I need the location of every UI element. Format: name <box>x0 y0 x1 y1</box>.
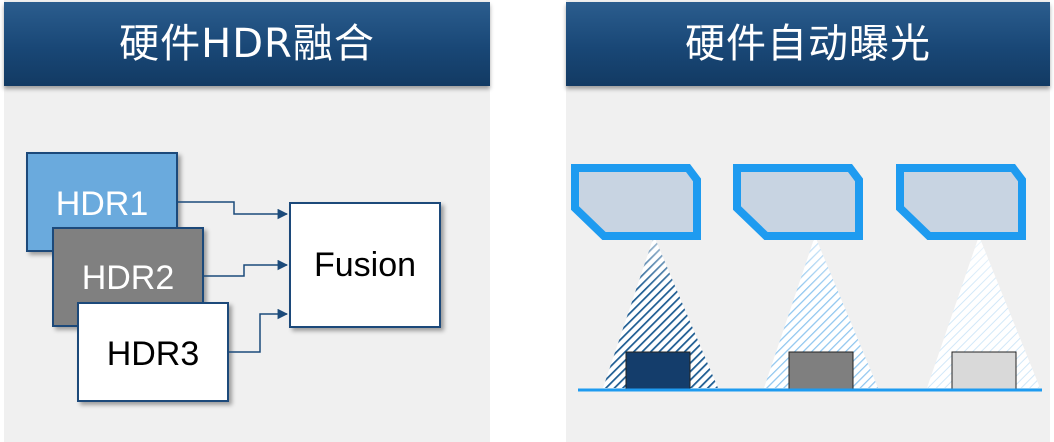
fusion-box <box>289 202 441 328</box>
object-medium <box>788 351 854 391</box>
hdr1-label: HDR1 <box>56 185 149 223</box>
scene-light <box>927 236 1040 388</box>
hdr3-box <box>77 302 229 402</box>
object-light <box>951 351 1017 391</box>
arrow-hdr1-to-fusion <box>177 201 289 220</box>
hdr3-label: HDR3 <box>107 335 200 373</box>
scene-medium <box>764 236 878 388</box>
camera-icon <box>733 164 863 240</box>
hdr-fusion-header: 硬件HDR融合 <box>4 2 490 86</box>
camera-icon <box>896 164 1026 240</box>
hdr-fusion-title: 硬件HDR融合 <box>119 21 375 67</box>
arrow-hdr3-to-fusion <box>228 308 289 353</box>
hdr2-label: HDR2 <box>82 259 175 297</box>
auto-exposure-header: 硬件自动曝光 <box>566 2 1050 86</box>
fusion-label: Fusion <box>314 246 416 284</box>
auto-exposure-title: 硬件自动曝光 <box>685 21 931 67</box>
scene-dark <box>603 236 718 388</box>
camera-icon <box>571 164 701 240</box>
arrow-hdr2-to-fusion <box>203 259 289 277</box>
object-dark <box>625 351 691 391</box>
